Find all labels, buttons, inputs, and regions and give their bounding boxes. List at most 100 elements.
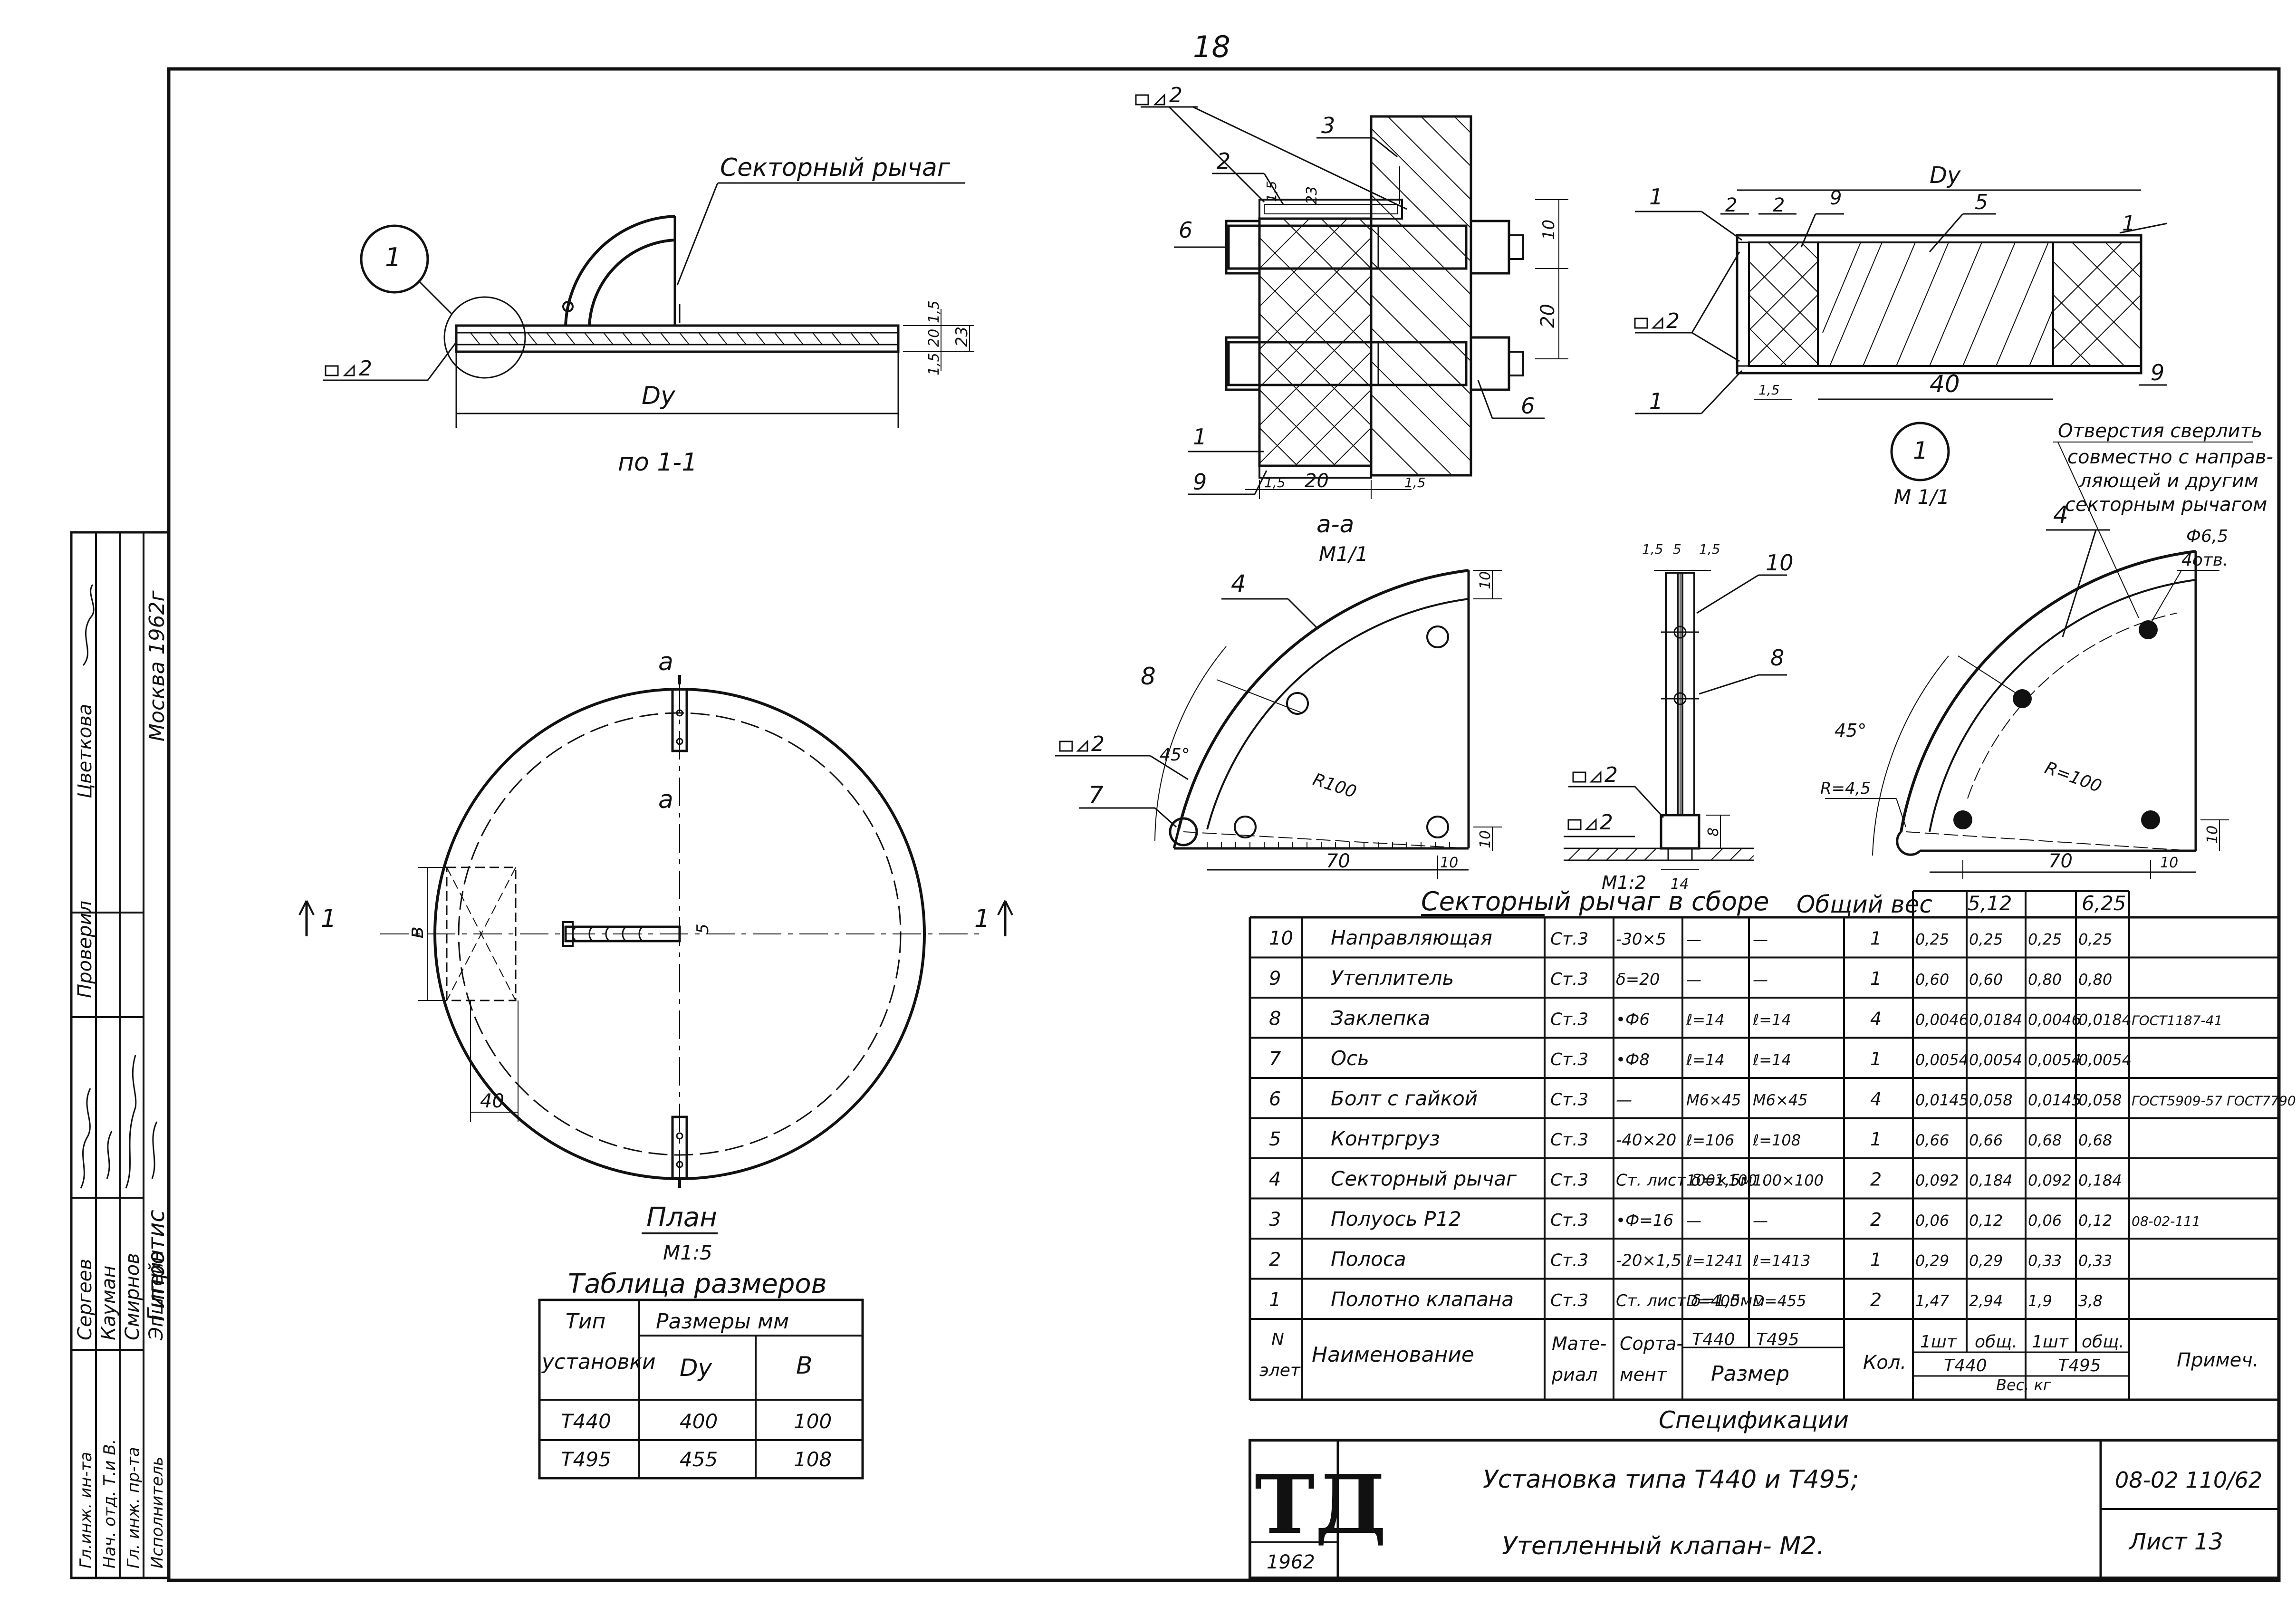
spec-row-6-sort: — [1616, 1090, 1632, 1109]
size-header-b: В [796, 1352, 812, 1379]
dim-23: 23 [952, 327, 971, 347]
spec-row-1-w4: 3,8 [2078, 1292, 2103, 1310]
stamp-name-2: Кауман [98, 1266, 120, 1340]
spec-row-8-n: 8 [1269, 1008, 1281, 1029]
spec-row-3-sort: •Ф=16 [1616, 1211, 1673, 1230]
spec-row-7-qty: 1 [1870, 1048, 1882, 1069]
spec-h-1pc-a: 1шт [1920, 1332, 1957, 1352]
spec-row-6-name: Болт с гайкой [1331, 1087, 1478, 1110]
aa-dim-10: 10 [1539, 220, 1558, 240]
stamp-role-3: Гл. инж. пр-та [124, 1447, 143, 1568]
detail-dim-1-5: 1,5 [1758, 382, 1780, 398]
drill-hole-1 [1953, 810, 1972, 829]
spec-row-5-w4: 0,68 [2078, 1131, 2112, 1149]
detail-label-2a: 2 [1725, 194, 1737, 216]
spec-row-1-name: Полотно клапана [1331, 1288, 1514, 1311]
dim-20: 20 [926, 329, 942, 347]
sector-lever-left: 4 8 7 2 45° R100 10 10 70 10 [1055, 569, 1502, 879]
spec-row-2-s1: ℓ=1241 [1686, 1251, 1744, 1269]
spec-row-8-w4: 0,0184 [2078, 1010, 2132, 1029]
spec-row-8-w2: 0,0184 [1969, 1010, 2022, 1029]
lever-right-radius: R=100 [2042, 758, 2104, 797]
spec-row-9-s2: — [1753, 971, 1768, 989]
stamp-name-4: Эпштейн [145, 1250, 167, 1341]
size-table: Таблица размеров Тип установки Размеры м… [538, 1269, 864, 1480]
stamp-city-year: Москва 1962г [145, 590, 169, 741]
spec-h-size: Размер [1711, 1362, 1789, 1386]
detail-label-1-top: 1 [1649, 184, 1663, 210]
spec-row-5-s1: ℓ=106 [1686, 1131, 1734, 1149]
spec-row-9-mat: Ст.3 [1550, 970, 1588, 989]
drill-hole-2 [2141, 810, 2160, 829]
note-line-4: секторным рычагом [2065, 494, 2267, 516]
page-number: 18 [1193, 29, 1230, 64]
sector-lever-right: 4 Ф6,5 4отв. 45° R=4,5 R=100 70 10 10 [1820, 501, 2229, 879]
spec-row-6-w3: 0,0145 [2028, 1091, 2081, 1109]
weld-size: 2 [359, 356, 372, 381]
spec-row-3-w1: 0,06 [1915, 1212, 1949, 1230]
spec-row-1-qty: 2 [1870, 1289, 1882, 1310]
note-line-2: совместно с направ- [2067, 446, 2273, 468]
dim-dy: Dy [642, 382, 676, 410]
stamp-name-3: Смирнов [122, 1253, 144, 1340]
spec-row-5-sort: -40×20 [1616, 1131, 1676, 1150]
spec-row-1-s1: D=400 [1686, 1292, 1740, 1310]
stamp-role-1: Гл.инж. ин-та [77, 1452, 96, 1568]
spec-row-10-s2: — [1753, 930, 1768, 948]
title-line-1: Установка типа Т440 и Т495; [1483, 1465, 1859, 1494]
detail-scale: М 1/1 [1894, 485, 1950, 509]
stamp-name-1: Сергеев [74, 1259, 96, 1340]
spec-h-weight: Вес, кг [1996, 1376, 2051, 1394]
left-stamp: Гл.инж. ин-та Нач. отд. Т.и В. Гл. инж. … [70, 531, 170, 1579]
plan-dim-40: 40 [480, 1090, 504, 1112]
detail-label-9: 9 [1830, 187, 1842, 209]
spec-row-1-w2: 2,94 [1969, 1292, 2003, 1310]
side-dim-5: 5 [1673, 541, 1681, 557]
spec-row-5-name: Контргруз [1331, 1127, 1440, 1150]
spec-row-2-w2: 0,29 [1969, 1251, 2003, 1269]
spec-row-5-s2: ℓ=108 [1752, 1131, 1801, 1149]
spec-row-4-w3: 0,092 [2028, 1171, 2072, 1189]
spec-row-2-w4: 0,33 [2078, 1251, 2112, 1269]
size-row-2-type: Т495 [561, 1448, 611, 1471]
lever-right-holes-count: 4отв. [2181, 550, 2229, 570]
spec-h-mat1: Мате- [1552, 1333, 1606, 1354]
spec-row-7-s1: ℓ=14 [1686, 1051, 1725, 1069]
spec-row-2-qty: 1 [1870, 1249, 1882, 1270]
plan-view: в 40 5 а а 1 1 План М1:5 [298, 648, 1013, 1264]
side-dim-1-5-c: 1,5 [1699, 541, 1720, 557]
detail-dim-dy: Dy [1930, 162, 1961, 189]
drill-hole-3 [2013, 689, 2032, 708]
sector-lever-leader-label: Секторный рычаг [720, 154, 951, 182]
spec-table: Секторный рычаг в сборе Общий вес 5,12 6… [1249, 886, 2296, 1434]
lever-left-dim-10-right: 10 [1477, 830, 1494, 848]
spec-h-total-a: общ. [1975, 1332, 2017, 1352]
spec-row-5-mat: Ст.3 [1550, 1130, 1588, 1150]
spec-row-10-s1: — [1686, 930, 1701, 948]
spec-row-8-note: ГОСТ1187-41 [2132, 1012, 2222, 1028]
size-header-type-1: Тип [566, 1309, 605, 1334]
aa-label-1: 1 [1193, 424, 1207, 450]
checker-signature [82, 584, 95, 666]
spec-row-3-w4: 0,12 [2078, 1212, 2112, 1230]
detail-weld: 2 [1666, 309, 1680, 333]
spec-row-7-w1: 0,0054 [1915, 1051, 1969, 1069]
spec-row-8-name: Заклепка [1331, 1006, 1430, 1029]
spec-total-weight-1: 5,12 [1968, 892, 2012, 915]
spec-row-4-qty: 2 [1870, 1169, 1882, 1190]
spec-total-weight-2: 6,25 [2082, 892, 2126, 915]
spec-row-9-qty: 1 [1870, 968, 1882, 989]
detail-1-view: Dy 1 2 2 9 5 1 1 9 2 1,5 40 1 [1634, 162, 2168, 509]
size-header-sizes: Размеры мм [656, 1309, 789, 1334]
spec-row-1-w3: 1,9 [2028, 1292, 2052, 1310]
spec-row-1-s2: D=455 [1753, 1292, 1806, 1310]
spec-h-sort2: мент [1620, 1364, 1668, 1385]
plan-scale: М1:5 [663, 1241, 712, 1264]
plan-dim-5: 5 [693, 923, 712, 934]
spec-h-t495: Т495 [1756, 1330, 1799, 1349]
spec-row-8-mat: Ст.3 [1550, 1010, 1588, 1029]
stamp-role-4: Исполнитель [148, 1456, 167, 1568]
lever-right-label-4: 4 [2053, 501, 2068, 529]
spec-row-5-w2: 0,66 [1969, 1131, 2003, 1149]
